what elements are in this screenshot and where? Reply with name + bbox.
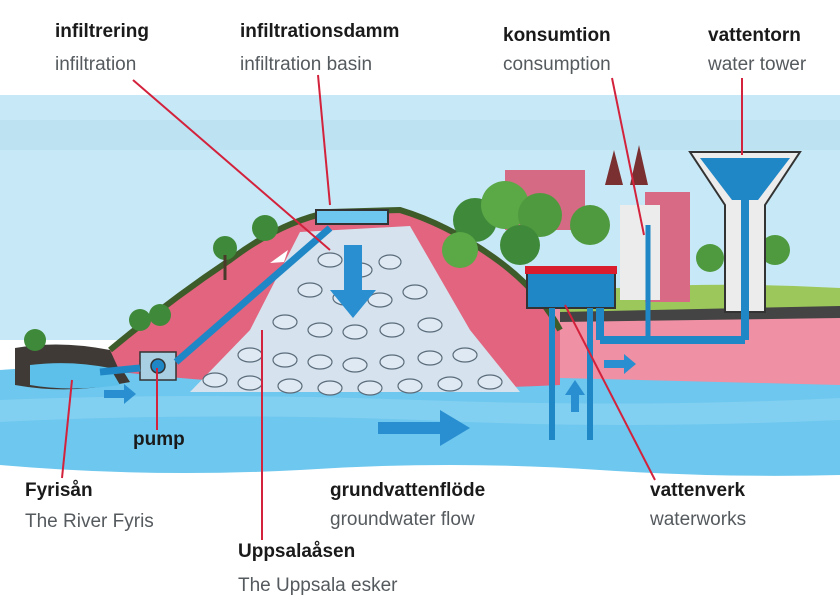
label-consumption-sv: konsumtion [503, 26, 611, 45]
label-river-en: The River Fyris [25, 512, 154, 531]
label-basin-sv: infiltrationsdamm [240, 22, 399, 41]
label-tower-sv: vattentorn [708, 26, 801, 45]
label-infiltrering-sv: infiltrering [55, 22, 149, 41]
label-consumption-en: consumption [503, 55, 611, 74]
label-river-sv: Fyrisån [25, 481, 93, 500]
label-tower-en: water tower [708, 55, 806, 74]
label-esker-en: The Uppsala esker [238, 576, 397, 595]
label-infiltrering-en: infiltration [55, 55, 136, 74]
label-waterworks-en: waterworks [650, 510, 746, 529]
infiltration-basin [316, 210, 388, 224]
label-basin-en: infiltration basin [240, 55, 372, 74]
label-flow-en: groundwater flow [330, 510, 475, 529]
label-pump: pump [133, 430, 185, 449]
label-flow-sv: grundvattenflöde [330, 481, 485, 500]
label-esker-sv: Uppsalaåsen [238, 542, 355, 561]
label-waterworks-sv: vattenverk [650, 481, 745, 500]
waterworks-roof [525, 266, 617, 274]
